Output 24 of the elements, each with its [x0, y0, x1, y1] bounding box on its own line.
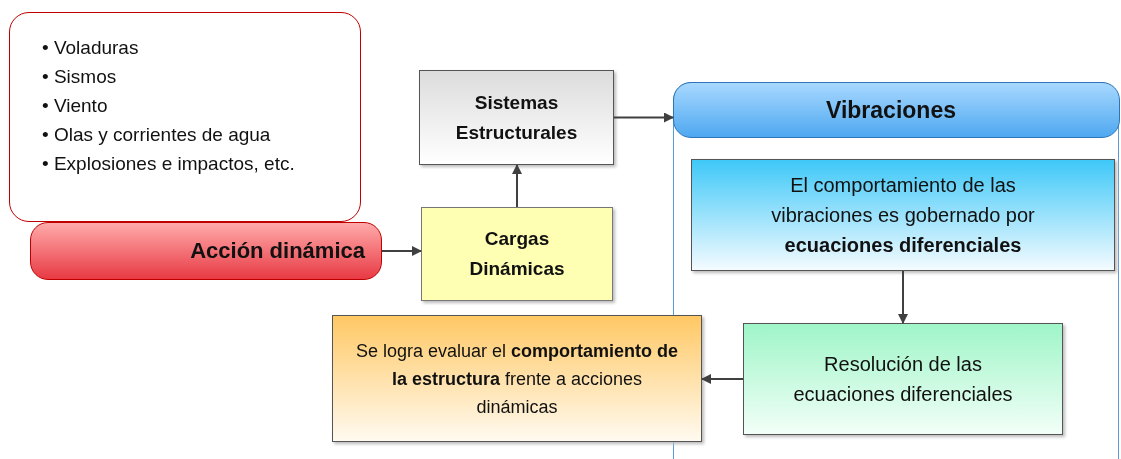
- process-box: [691, 159, 1115, 271]
- group-title: Vibraciones: [826, 97, 956, 124]
- arrow: [381, 246, 422, 256]
- arrow: [701, 374, 744, 384]
- process-box: [332, 315, 702, 442]
- box-text: El comportamiento de las vibraciones es gobernado por ecuaciones diferenciales: [770, 173, 1036, 258]
- box-text: Se logra evaluar el comportamiento de la estructura frente a acciones dinámicas: [354, 339, 680, 419]
- list-item: • Sismos: [42, 65, 118, 89]
- arrow: [613, 112, 674, 123]
- process-box: [419, 70, 614, 165]
- process-box: [30, 222, 382, 280]
- list-item: • Olas y corrientes de agua: [42, 123, 272, 147]
- arrow: [898, 270, 908, 324]
- list-item: • Voladuras: [42, 36, 140, 60]
- list-item: • Explosiones e impactos, etc.: [42, 152, 296, 176]
- arrow: [512, 164, 522, 208]
- box-text: Cargas Dinámicas: [468, 227, 566, 281]
- process-box: [421, 207, 613, 301]
- process-box: [743, 323, 1063, 435]
- list-item: • Viento: [42, 94, 109, 118]
- box-text: Resolución de las ecuaciones diferenciales: [792, 352, 1014, 407]
- box-text: Sistemas Estructurales: [454, 90, 579, 145]
- box-text: Acción dinámica: [190, 238, 365, 264]
- list-card: [9, 12, 361, 222]
